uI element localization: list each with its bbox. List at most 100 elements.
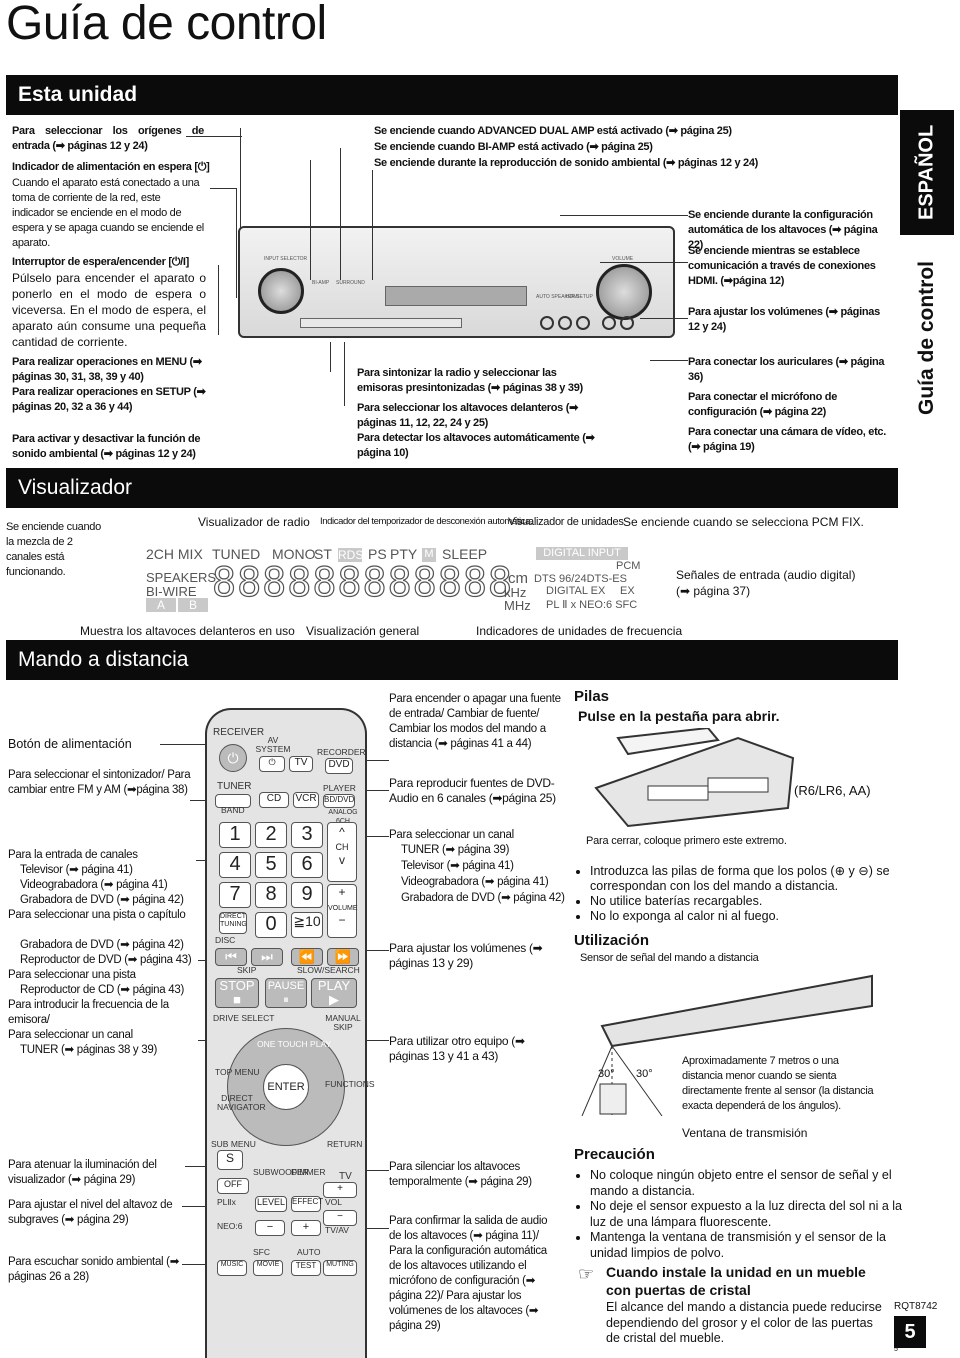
rewind-button[interactable]: ⏪ <box>291 948 323 966</box>
bd-dvd-button[interactable]: BD/DVD <box>323 794 355 808</box>
av-system-power-button[interactable]: ⏻ <box>259 756 285 772</box>
key-3[interactable]: 3 <box>291 822 323 848</box>
movie-button[interactable]: MOVIE <box>253 1260 283 1276</box>
skip-label: SKIP <box>237 965 257 975</box>
key-6[interactable]: 6 <box>291 852 323 878</box>
top-menu-label: TOP MENU <box>215 1067 260 1077</box>
lcd-prologic: PL Ⅱ x NEO:6 SFC <box>546 599 638 611</box>
doc-code: RQT8742 <box>894 1301 938 1312</box>
note-auto-setup: Se enciende durante la configuración aut… <box>688 209 878 251</box>
power-button[interactable]: ⏻ <box>219 744 247 772</box>
note-cd-track: Para seleccionar una pista <box>8 969 136 981</box>
volume-rocker[interactable]: +VOLUME− <box>327 884 358 938</box>
key-1[interactable]: 1 <box>219 822 251 848</box>
note-2ch-mix: Se enciende cuando la mezcla de 2 canale… <box>6 521 101 578</box>
tuner-button[interactable] <box>215 794 251 808</box>
hdmi-label: HDMI <box>566 294 579 300</box>
lcd-speaker-a: A <box>146 598 176 612</box>
note-channels: Para la entrada de canales <box>8 849 138 861</box>
language-label: ESPAÑOL <box>915 124 938 221</box>
music-button[interactable]: MUSIC <box>217 1260 247 1276</box>
effect-button[interactable]: EFFECT <box>291 1196 323 1212</box>
key-2[interactable]: 2 <box>255 822 287 848</box>
cabinet-text: El alcance del mando a distancia puede r… <box>606 1300 882 1345</box>
slow-search-label: SLOW/SEARCH <box>297 965 360 975</box>
battery-bullet: Introduzca las pilas de forma que los po… <box>590 864 902 894</box>
note-cd-player: Reproductor de CD (➡ página 43) <box>20 984 184 996</box>
tv-vol-down-button[interactable]: − <box>323 1210 357 1226</box>
sub-menu-button[interactable]: S <box>217 1150 243 1170</box>
note-front-speakers: Para seleccionar los altavoces delantero… <box>357 402 579 429</box>
off-button[interactable]: OFF <box>217 1178 249 1194</box>
volume-label: VOLUME <box>612 256 634 262</box>
battery-bullets: Introduzca las pilas de forma que los po… <box>572 864 902 924</box>
av-system-label: AV SYSTEM <box>255 735 291 754</box>
lcd-dolby-digital-ex: DIGITAL EX <box>546 585 606 597</box>
surround-label: SURROUND <box>336 280 365 286</box>
tv-vol-up-button[interactable]: + <box>323 1182 357 1198</box>
note-subwoofer: Para ajustar el nivel del altavoz de sub… <box>8 1199 173 1226</box>
level-down-button[interactable]: − <box>255 1220 285 1236</box>
manual-skip-label: MANUAL SKIP <box>325 1013 361 1032</box>
fast-forward-button[interactable]: ⏩ <box>327 948 359 966</box>
battery-bullet: No lo exponga al calor ni al fuego. <box>590 909 902 924</box>
lcd-memory: M <box>422 548 436 562</box>
enter-button[interactable]: ENTER <box>263 1064 309 1110</box>
volume-key-label: VOLUME <box>328 905 358 912</box>
vcr-button[interactable]: VCR <box>293 792 319 808</box>
note-standby-indicator-title: Indicador de alimentación en espera [⏻] <box>12 161 210 173</box>
tv-vol-label: TV <box>339 1171 352 1182</box>
input-selector-knob[interactable] <box>258 268 304 314</box>
level-button[interactable]: LEVEL <box>255 1196 287 1212</box>
auto-label: AUTO <box>297 1247 321 1257</box>
key-0[interactable]: 0 <box>255 912 287 938</box>
label-front-speakers: Muestra los altavoces delanteros en uso <box>80 624 295 638</box>
note-bi-amp: Se enciende cuando BI-AMP está activado … <box>374 141 653 153</box>
caution-bullet: No coloque ningún objeto entre el sensor… <box>590 1168 904 1199</box>
note-ambient: Para escuchar sonido ambiental (➡ página… <box>8 1256 180 1283</box>
pause-button[interactable]: PAUSE⏸ <box>265 978 307 1008</box>
caution-bullet: No deje el sensor expuesto a la luz dire… <box>590 1199 904 1230</box>
muting-button[interactable]: MUTING <box>323 1260 357 1276</box>
skip-back-button[interactable]: ⏮ <box>215 948 247 966</box>
test-button[interactable]: TEST <box>291 1260 321 1276</box>
level-up-button[interactable]: + <box>291 1220 321 1236</box>
key-9[interactable]: 9 <box>291 882 323 908</box>
lcd-dts: DTS 96/24DTS-ES <box>534 573 627 585</box>
key-8[interactable]: 8 <box>255 882 287 908</box>
stop-button[interactable]: STOP■ <box>215 978 259 1008</box>
dvd-button[interactable]: DVD <box>325 758 353 774</box>
note-channel-vcr: Videograbadora (➡ página 41) <box>20 879 168 891</box>
direct-navigator-label: DIRECT NAVIGATOR <box>217 1093 266 1112</box>
section-bar-display: Visualizador <box>6 468 898 508</box>
skip-forward-button[interactable]: ⏭ <box>251 948 283 966</box>
lcd-unit-khz: kHz <box>504 585 527 600</box>
note-surround-playback: Se enciende durante la reproducción de s… <box>374 157 759 169</box>
tv-button[interactable]: TV <box>289 756 313 772</box>
volume-knob[interactable] <box>596 264 652 320</box>
note-track: Para seleccionar una pista o capítulo <box>8 909 186 921</box>
sfc-label: SFC <box>253 1247 270 1257</box>
label-sleep-timer: Indicador del temporizador de desconexió… <box>320 516 533 527</box>
label-freq-indicators: Indicadores de unidades de frecuencia <box>476 624 683 638</box>
front-button-row[interactable] <box>300 318 462 328</box>
key-4[interactable]: 4 <box>219 852 251 878</box>
note-power-switch-text: Púlselo para encender el aparato o poner… <box>12 271 206 349</box>
label-pcm-fix: Se enciende cuando se selecciona PCM FIX… <box>623 515 864 529</box>
play-button[interactable]: PLAY▶ <box>311 978 357 1008</box>
key-7[interactable]: 7 <box>219 882 251 908</box>
recorder-label: RECORDER <box>317 747 366 757</box>
hand-pointer-icon: ☞ <box>578 1264 595 1284</box>
direct-tuning-button[interactable]: DIRECT TUNING <box>219 912 247 934</box>
cd-button[interactable]: CD <box>259 792 289 808</box>
note-track-dvd-player: Reproductor de DVD (➡ página 43) <box>20 954 192 966</box>
page-number-small: 5 <box>894 1346 898 1353</box>
note-headphones: Para conectar los auriculares (➡ página … <box>688 356 885 383</box>
batteries-title: Pilas <box>574 688 610 705</box>
note-channel-dvd: Grabadora de DVD (➡ página 42) <box>20 894 184 906</box>
key-5[interactable]: 5 <box>255 852 287 878</box>
key-10-plus[interactable]: ≧10 <box>291 912 323 938</box>
usage-title: Utilización <box>574 932 650 949</box>
language-tab: ESPAÑOL <box>900 110 954 235</box>
